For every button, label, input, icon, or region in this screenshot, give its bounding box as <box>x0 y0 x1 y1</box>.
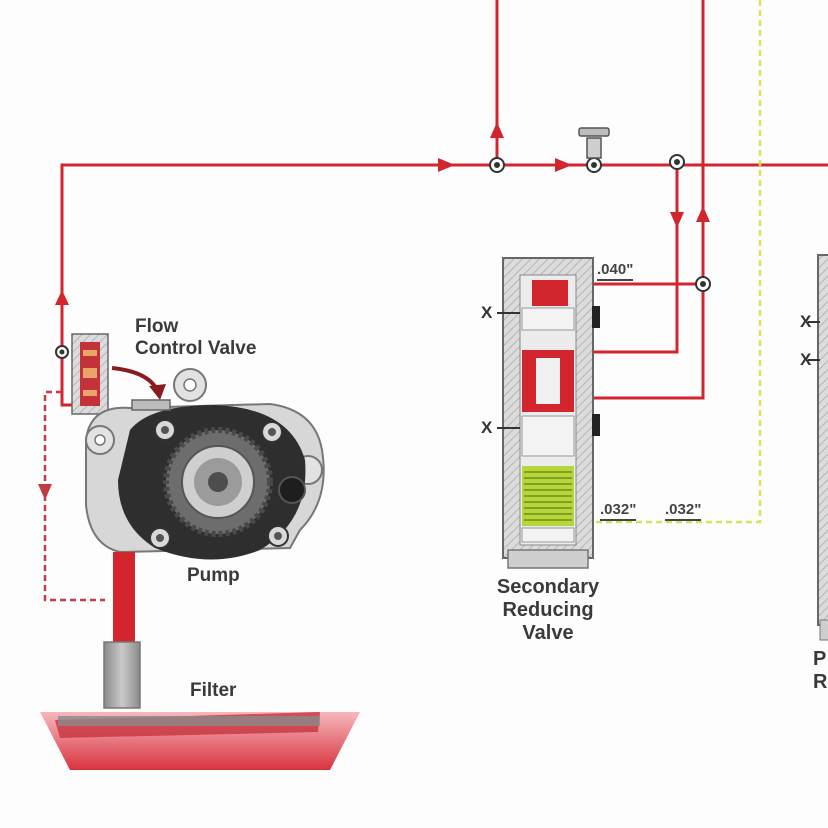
filter-label: Filter <box>190 680 237 701</box>
right-valve-label: P R <box>813 648 827 694</box>
orifice-label-lower-right: .032" <box>665 501 702 521</box>
flow-arrows <box>55 122 710 305</box>
arrow-right-1 <box>438 158 455 172</box>
flow-control-valve <box>71 333 109 415</box>
arrow-up-feed <box>490 122 504 138</box>
secondary-label-line3: Valve <box>522 622 574 644</box>
arrow-down-branch <box>670 212 684 228</box>
right-valve-label-line2: R <box>813 671 828 693</box>
main-supply-line <box>60 163 828 350</box>
exhaust-mark-right-upper: X <box>800 312 812 331</box>
arrow-up-return <box>696 206 710 222</box>
oil-pan <box>40 712 360 770</box>
exhaust-mark-right-lower: X <box>800 350 812 369</box>
return-line-right <box>592 0 705 400</box>
secondary-label-line1: Secondary <box>496 576 600 598</box>
orifice-label-lower-left: .032" <box>600 501 637 521</box>
pump <box>85 368 325 560</box>
right-partial-valve <box>808 254 828 641</box>
pump-label: Pump <box>187 565 240 586</box>
arrow-down-exhaust <box>38 484 52 500</box>
pressure-tap-icon <box>578 127 610 159</box>
orifice-label-top: .040" <box>597 261 634 281</box>
flow-control-valve-label-line2: Control Valve <box>135 337 257 359</box>
exhaust-mark-secondary-lower: X <box>481 418 493 437</box>
secondary-label-line2: Reducing <box>502 599 594 621</box>
signal-line <box>575 0 762 524</box>
flow-control-valve-label: Flow Control Valve <box>135 316 256 360</box>
exhaust-mark-secondary-upper: X <box>481 303 493 322</box>
arrow-right-2 <box>555 158 572 172</box>
right-valve-label-line1: P <box>813 648 827 670</box>
filter <box>103 641 141 709</box>
branch-line <box>592 165 679 354</box>
junctions <box>55 154 711 359</box>
secondary-reducing-valve-label: Secondary Reducing Valve <box>478 576 618 645</box>
flow-control-valve-label-line1: Flow <box>135 316 179 337</box>
arrow-up-left <box>55 290 69 305</box>
pickup-tube <box>113 552 135 642</box>
secondary-reducing-valve <box>497 257 600 569</box>
